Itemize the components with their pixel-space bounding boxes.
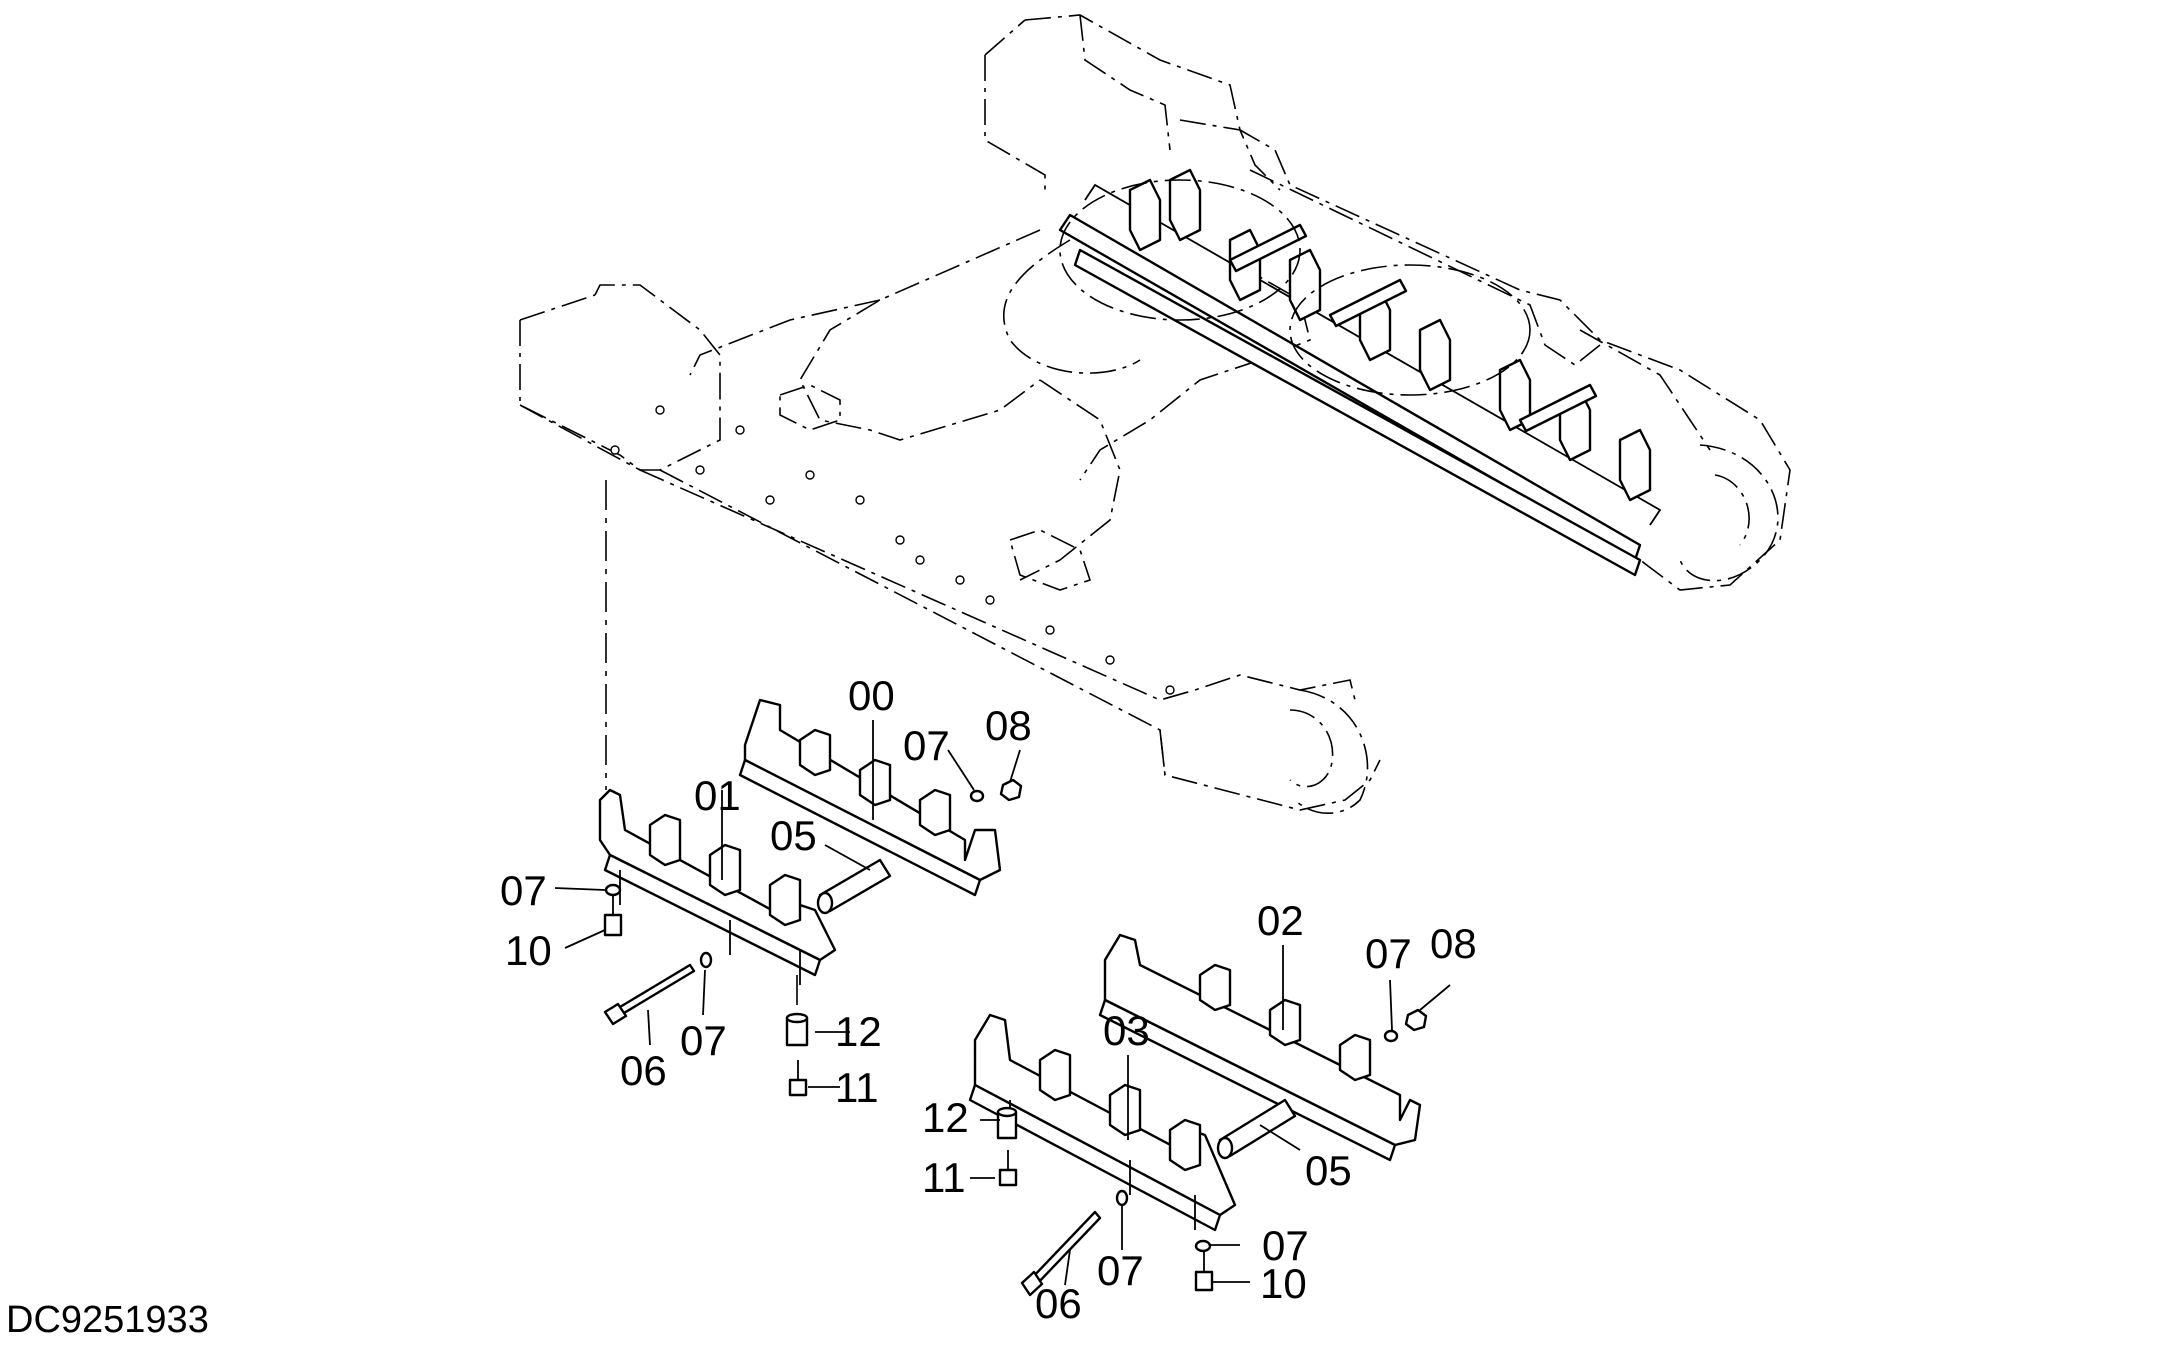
callout-03: 03	[1103, 1007, 1150, 1054]
callout-01: 01	[694, 772, 741, 819]
bolt-11-lower	[998, 1168, 1018, 1187]
track-guard-part-02	[1098, 933, 1422, 1162]
bolt-10-upper	[603, 913, 623, 937]
nut-08-upper	[999, 778, 1023, 802]
callout-00: 00	[848, 672, 895, 719]
spacer-pipe-part-05-lower	[1216, 1098, 1297, 1160]
washer-07-b	[604, 883, 622, 897]
leader-lines	[554, 720, 1451, 1286]
callout-07-d: 07	[1365, 930, 1412, 977]
track-guard-part-03	[968, 1013, 1237, 1232]
callout-07-f: 07	[1262, 1222, 1309, 1269]
callout-07-c: 07	[680, 1017, 727, 1064]
installed-track-guard-assembly	[1058, 168, 1662, 577]
callout-06-lower: 06	[1035, 1280, 1082, 1327]
callout-07-a: 07	[903, 722, 950, 769]
callout-07-e: 07	[1097, 1247, 1144, 1294]
bolt-10-lower	[1194, 1270, 1214, 1292]
long-bolt-06-lower	[1028, 1210, 1102, 1288]
hardware-upper	[603, 778, 1023, 1097]
callout-06-upper: 06	[620, 1047, 667, 1094]
callout-05-upper: 05	[770, 812, 817, 859]
washer-07-d	[1383, 1029, 1399, 1043]
callout-08-lower: 08	[1430, 920, 1477, 967]
callout-11-upper: 11	[835, 1064, 879, 1111]
callout-10-lower: 10	[1260, 1260, 1307, 1307]
callout-07-b: 07	[500, 867, 547, 914]
callout-12-lower: 12	[922, 1094, 969, 1141]
washer-07-c	[699, 951, 713, 969]
washer-07-a	[969, 789, 985, 803]
spacer-pipe-part-05-upper	[816, 858, 892, 915]
callout-08-upper: 08	[985, 702, 1032, 749]
long-bolt-06-upper	[613, 963, 696, 1018]
callout-11-lower: 11	[922, 1154, 966, 1201]
washer-07-e	[1115, 1189, 1129, 1207]
callout-10-upper: 10	[505, 927, 552, 974]
drawing-id: DC9251933	[6, 1299, 209, 1341]
track-frame-phantom	[519, 14, 1791, 814]
nut-08-lower	[1404, 1008, 1428, 1032]
track-guard-part-01	[598, 788, 837, 985]
hardware-lower	[996, 1008, 1428, 1297]
callout-12-upper: 12	[835, 1008, 882, 1055]
callout-02: 02	[1257, 897, 1304, 944]
bolt-11-upper	[788, 1078, 808, 1097]
washer-07-f	[1194, 1239, 1212, 1253]
callout-05-lower: 05	[1305, 1147, 1352, 1194]
callout-labels: 00 07 08 01 05 07 10 06 07 12 11 02 07 0…	[500, 672, 1477, 1327]
